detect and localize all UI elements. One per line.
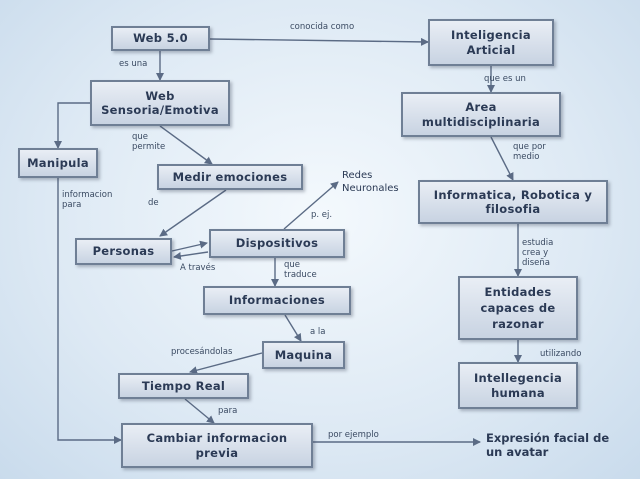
edge-maquina-tiempo [189,352,263,375]
label-es-una: es una [119,59,148,69]
label-que-permite: que permite [132,132,166,153]
edge-area-informatica [490,136,514,181]
node-manipula: Manipula [18,148,98,178]
edge-websensorial-manipula [54,102,90,149]
edge-web50-ia [209,37,429,46]
node-cambiar-informacion: Cambiar informacion previa [121,423,313,468]
label-por-ejemplo: por ejemplo [328,430,379,440]
node-maquina-label: Maquina [274,347,333,362]
label-de: de [148,198,159,208]
node-personas-label: Personas [92,244,155,259]
label-que-es-un: que es un [484,74,526,84]
node-informatica-label: Informatica, Robotica y filosofia [433,187,593,216]
edge-personas-dispositivos [171,240,208,252]
node-tiempo-real-label: Tiempo Real [141,378,226,393]
node-web-sensorial: Web Sensoria/Emotiva [90,80,230,126]
label-conocida-como: conocida como [290,22,355,32]
node-informatica-robotica-filosofia: Informatica, Robotica y filosofia [418,180,608,224]
label-estudia-crea-y-disena: estudia crea y diseña [522,238,554,269]
edge-manipula-cambiar [57,178,122,444]
node-maquina: Maquina [262,341,345,369]
node-informaciones-label: Informaciones [228,293,326,308]
edge-dispositivos-redes [283,181,339,230]
label-que-traduce: que traduce [284,260,317,281]
node-expresion-label: Expresión facial de un avatar [486,431,610,460]
edge-medir-personas [159,189,227,237]
node-entidades: Entidades capaces de razonar [458,276,578,340]
node-redes-neuronales: Redes Neuronales [342,170,422,195]
node-expresion-facial: Expresión facial de un avatar [486,431,611,460]
node-dispositivos-label: Dispositivos [235,236,319,251]
node-medir-emociones: Medir emociones [157,164,303,190]
label-que-por-medio: que por medio [513,142,546,163]
label-a-la: a la [310,327,326,337]
node-medir-emociones-label: Medir emociones [172,169,288,184]
node-redes-neuronales-label: Redes Neuronales [342,170,399,194]
node-dispositivos: Dispositivos [209,229,345,258]
edge-informaciones-maquina [284,314,302,342]
node-area-multidisciplinaria-label: Area multidisciplinaria [421,100,541,129]
node-web-5-0: Web 5.0 [111,26,210,51]
node-entidades-label: Entidades capaces de razonar [480,284,556,332]
label-procesandolas: procesándolas [171,347,233,357]
edge-websensorial-medir [159,125,213,165]
node-inteligencia-humana: Intellegencia humana [458,362,578,409]
label-p-ej: p. ej. [311,210,333,220]
node-area-multidisciplinaria: Area multidisciplinaria [401,92,561,137]
node-inteligencia-artificial-label: Inteligencia Articial [451,28,531,57]
edge-dispositivos-personas [173,251,209,260]
node-tiempo-real: Tiempo Real [118,373,249,399]
node-manipula-label: Manipula [27,155,89,170]
node-cambiar-label: Cambiar informacion previa [146,431,288,460]
node-web-5-0-label: Web 5.0 [133,31,188,46]
node-personas: Personas [75,238,172,265]
label-utilizando: utilizando [540,349,582,359]
label-a-traves: A través [180,263,216,273]
label-informacion-para: informacion para [62,190,113,211]
node-inteligencia-artificial: Inteligencia Articial [428,19,554,66]
node-inteligencia-humana-label: Intellegencia humana [473,371,563,400]
edge-tiempo-cambiar [184,398,215,424]
node-informaciones: Informaciones [203,286,351,315]
node-web-sensorial-label: Web Sensoria/Emotiva [101,88,219,117]
label-para: para [218,406,238,416]
